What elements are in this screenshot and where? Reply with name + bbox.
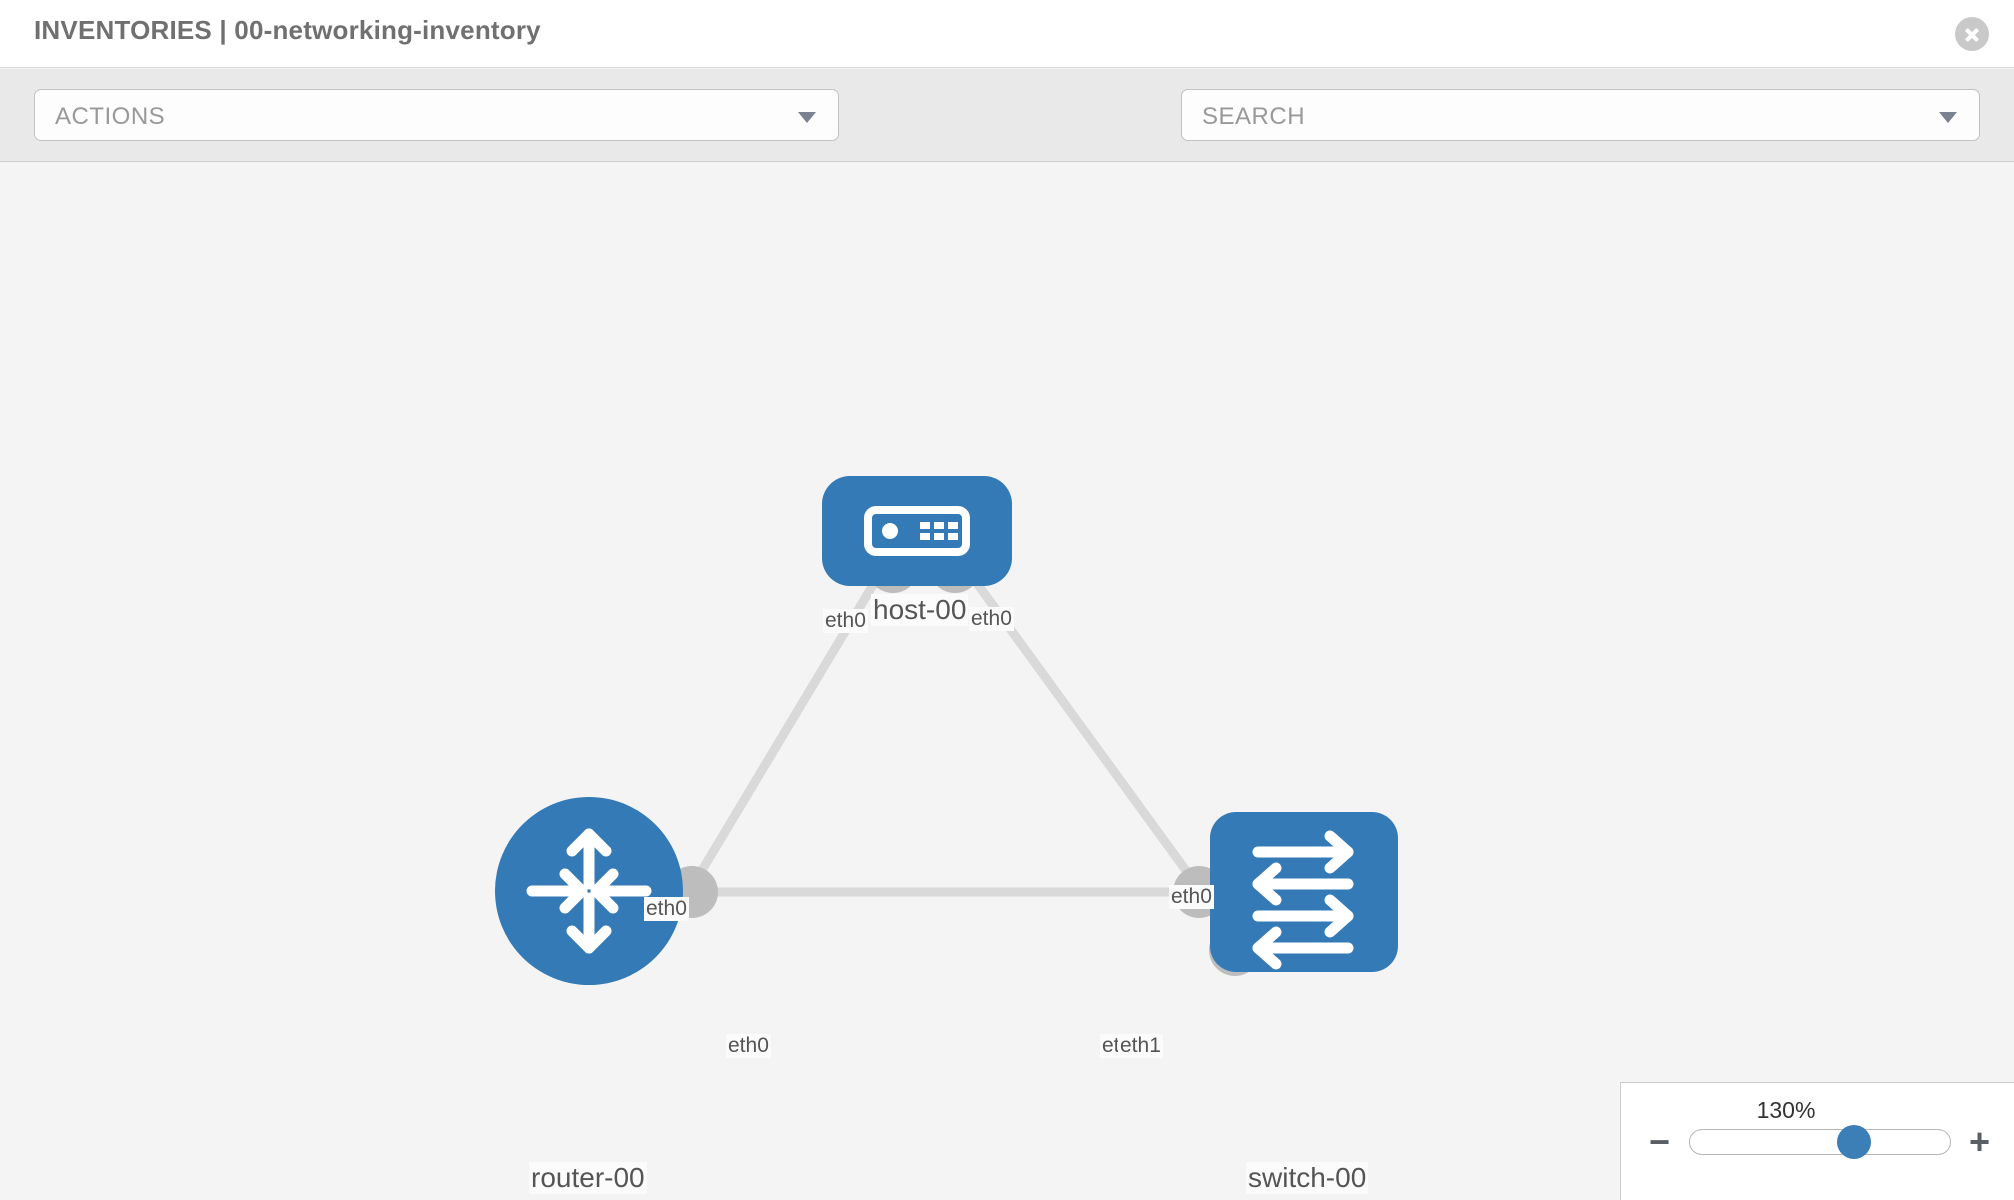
edge-label-host00-left: eth0 <box>823 609 868 633</box>
node-label-router-00: router-00 <box>529 1162 647 1194</box>
topology-canvas[interactable]: eth0 eth0 eth0 eth0 eth0 eth0 eth1 host-… <box>0 162 2014 1200</box>
node-host-00[interactable] <box>822 476 1012 586</box>
chevron-down-icon <box>798 112 816 123</box>
zoom-in-button[interactable]: + <box>1969 1121 1991 1162</box>
search-dropdown[interactable]: SEARCH <box>1181 89 1980 141</box>
actions-dropdown[interactable]: ACTIONS <box>34 89 839 141</box>
edge-label-switch00-uplink: eth0 <box>1169 885 1214 909</box>
zoom-level-value: 130% <box>1756 1097 1816 1123</box>
server-icon <box>864 506 970 556</box>
actions-dropdown-label: ACTIONS <box>55 103 166 130</box>
node-label-host-00: host-00 <box>871 594 969 626</box>
zoom-slider-thumb[interactable] <box>1837 1125 1872 1159</box>
close-icon[interactable] <box>1955 17 1989 51</box>
node-router-00[interactable] <box>495 797 683 985</box>
edge-label-host00-right: eth0 <box>969 607 1014 631</box>
chevron-down-icon <box>1939 112 1957 123</box>
zoom-slider-track[interactable] <box>1689 1129 1951 1155</box>
zoom-control-panel: 130% − + <box>1620 1082 2014 1200</box>
edge-label-router00-uplink: eth0 <box>644 897 689 921</box>
edge-label-switch00-eth1: eth1 <box>1118 1034 1163 1058</box>
zoom-out-button[interactable]: − <box>1649 1121 1671 1162</box>
toolbar: ACTIONS SEARCH <box>0 69 2014 202</box>
router-icon <box>526 828 652 954</box>
topology-graph[interactable] <box>0 162 2014 1200</box>
search-input[interactable]: SEARCH <box>1202 103 1306 130</box>
app-header: INVENTORIES | 00-networking-inventory <box>0 0 2014 68</box>
node-switch-00[interactable] <box>1210 812 1398 972</box>
switch-icon <box>1252 830 1354 970</box>
edge-label-router00-eth0: eth0 <box>726 1034 771 1058</box>
node-label-switch-00: switch-00 <box>1246 1162 1369 1194</box>
page-title: INVENTORIES | 00-networking-inventory <box>34 15 541 45</box>
